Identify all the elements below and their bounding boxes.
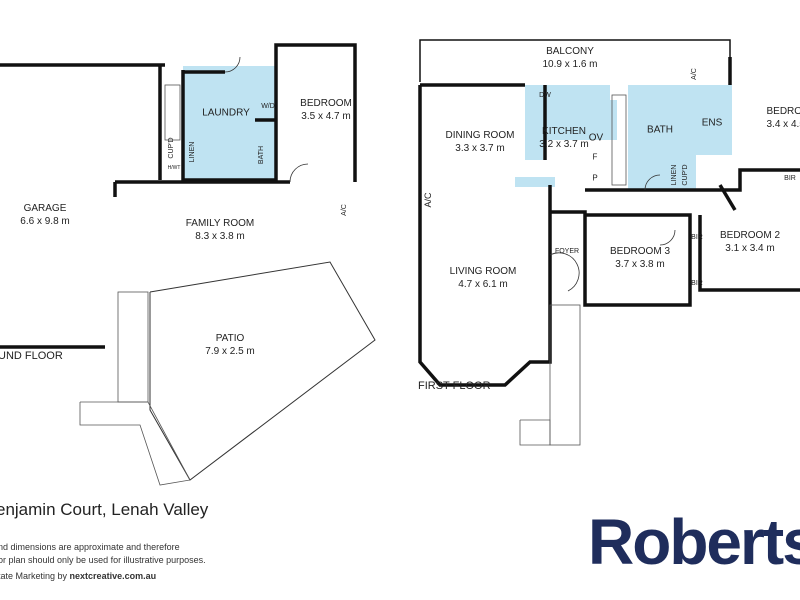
bir-label: BIR — [784, 175, 796, 182]
room-name: KITCHEN — [542, 126, 586, 137]
linen-label: LINEN — [671, 164, 678, 186]
balcony-label: BALCONY 10.9 x 1.6 m — [542, 45, 597, 71]
fridge-label: F — [592, 152, 598, 162]
kitchen-label: KITCHEN 3.2 x 3.7 m — [539, 125, 588, 151]
room-name: LIVING ROOM — [449, 266, 517, 277]
bedroom-3-label: BEDROOM 3 3.7 x 3.8 m — [610, 245, 670, 271]
foyer-label: FOYER — [554, 248, 580, 255]
roberts-logo: Roberts — [588, 506, 800, 578]
ground-floor-title: UND FLOOR — [0, 350, 63, 362]
room-size: 6.6 x 9.8 m — [20, 216, 70, 227]
washer-dryer-label: W/D — [261, 103, 275, 110]
dishwasher-label: DW — [539, 92, 551, 99]
first-floor-title: FIRST FLOOR — [418, 380, 491, 392]
room-name: DINING ROOM — [445, 130, 515, 141]
cupboard-label: CUP'D — [168, 137, 175, 159]
bath-label: BATH — [647, 124, 673, 136]
room-size: 3.4 x 4.5 m — [766, 119, 800, 130]
room-size: 3.1 x 3.4 m — [725, 243, 775, 254]
laundry-label: LAUNDRY — [202, 107, 250, 119]
room-size: 3.5 x 4.7 m — [301, 111, 351, 122]
wet-areas — [183, 66, 732, 190]
bedroom-label: BEDROOM 3.5 x 4.7 m — [300, 97, 352, 123]
linen-label: LINEN — [189, 141, 196, 163]
room-name: FAMILY ROOM — [185, 218, 255, 229]
master-bedroom-label: BEDROOM 3.4 x 4.5 m — [766, 105, 800, 131]
ac-label-balcony: A/C — [691, 68, 698, 80]
cupboard-label: CUP'D — [682, 164, 689, 186]
marketing-credit: tate Marketing by nextcreative.com.au — [0, 571, 156, 581]
bedroom-2-label: BEDROOM 2 3.1 x 3.4 m — [720, 229, 780, 255]
room-size: 3.7 x 3.8 m — [615, 259, 665, 270]
ac-label: A/C — [423, 192, 433, 208]
ac-label: A/C — [341, 204, 348, 216]
room-size: 4.7 x 6.1 m — [458, 279, 508, 290]
family-room-label: FAMILY ROOM 8.3 x 3.8 m — [186, 217, 255, 243]
disclaimer-line-2: or plan should only be used for illustra… — [0, 555, 206, 565]
bir-label: BIR — [691, 234, 703, 241]
room-name: BALCONY — [546, 46, 594, 57]
room-name: BEDROOM 2 — [719, 230, 781, 241]
room-size: 3.2 x 3.7 m — [539, 139, 589, 150]
hot-water-label: H/WT — [167, 165, 181, 171]
room-size: 8.3 x 3.8 m — [195, 231, 245, 242]
oven-label: OV — [588, 132, 604, 144]
marketing-prefix: tate Marketing by — [0, 571, 70, 581]
pantry-label: P — [592, 173, 598, 183]
room-name: PATIO — [215, 333, 245, 344]
garage-label: GARAGE 6.6 x 9.8 m — [20, 202, 69, 228]
living-room-label: LIVING ROOM 4.7 x 6.1 m — [450, 265, 517, 291]
room-name: BEDROOM — [766, 106, 800, 117]
bath-label: BATH — [258, 145, 265, 165]
room-name: GARAGE — [23, 203, 67, 214]
room-name: BEDROOM — [300, 98, 352, 109]
stairs — [79, 84, 627, 486]
disclaimer-line-1: nd dimensions are approximate and theref… — [0, 542, 180, 552]
property-address: enjamin Court, Lenah Valley — [0, 500, 209, 519]
patio-label: PATIO 7.9 x 2.5 m — [205, 332, 254, 358]
room-name: BEDROOM 3 — [609, 246, 671, 257]
dining-room-label: DINING ROOM 3.3 x 3.7 m — [446, 129, 515, 155]
marketing-site: nextcreative.com.au — [69, 571, 157, 581]
door-swings — [224, 56, 676, 292]
room-size: 3.3 x 3.7 m — [455, 143, 505, 154]
room-size: 7.9 x 2.5 m — [205, 346, 255, 357]
ensuite-label: ENS — [701, 117, 723, 129]
bir-label: BIR — [691, 280, 703, 287]
room-size: 10.9 x 1.6 m — [542, 59, 598, 70]
